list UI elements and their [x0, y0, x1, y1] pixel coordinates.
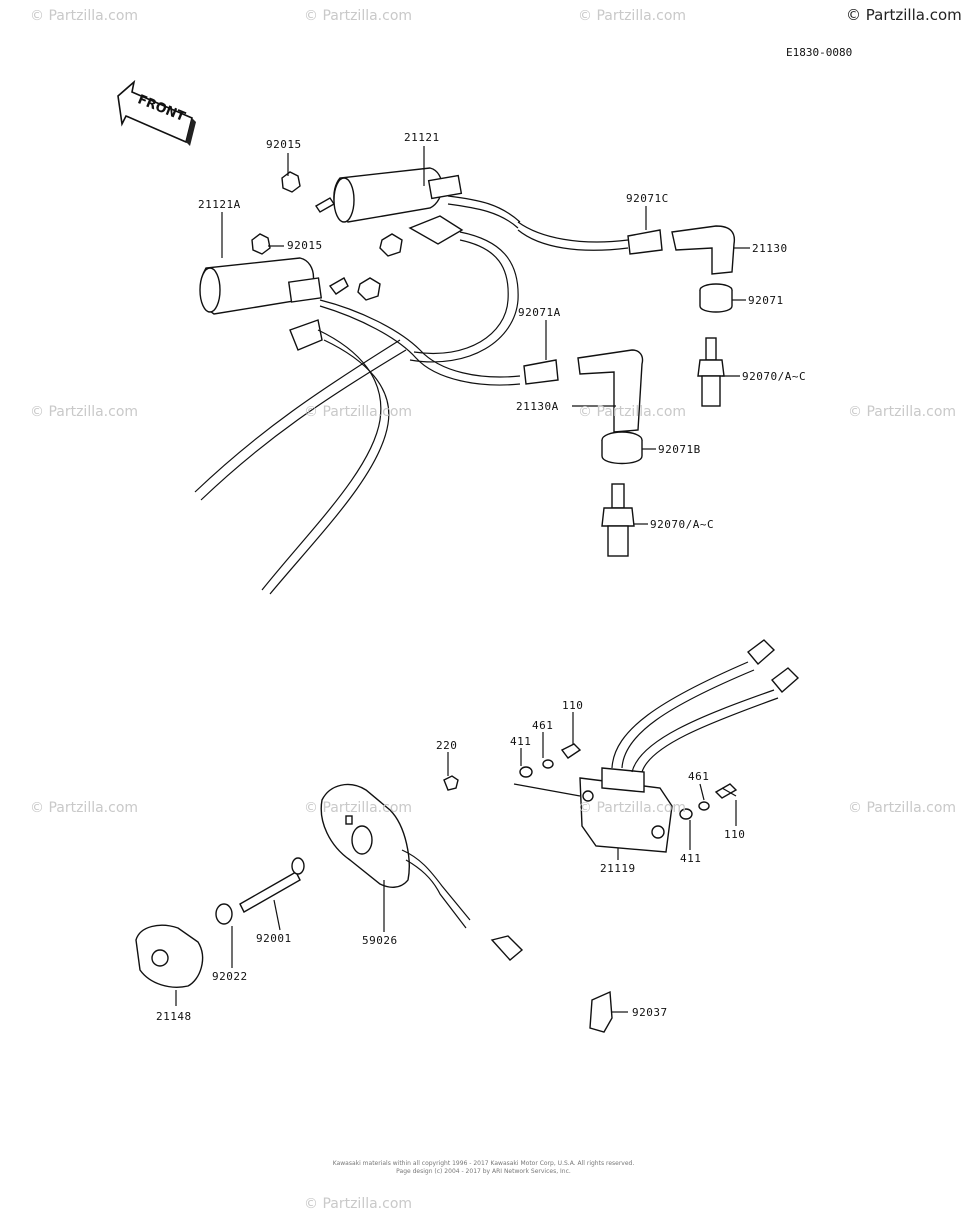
spark-plug-lower [601, 483, 635, 557]
clamp-92037 [589, 990, 628, 1033]
front-arrow-icon: FRONT [117, 79, 196, 146]
washer-92022 [215, 903, 233, 925]
seal-92071 [699, 283, 733, 313]
part-label-220: 220 [436, 739, 458, 752]
diagram-code: E1830-0080 [786, 46, 853, 59]
watermark: © Partzilla.com [304, 404, 413, 420]
footer-line-1: Kawasaki materials within all copyright … [332, 1160, 635, 1167]
footer-line-2: Page design (c) 2004 - 2017 by ARI Netwo… [396, 1168, 571, 1175]
watermark: © Partzilla.com [30, 404, 139, 420]
spark-plug-upper [697, 337, 725, 407]
plug-boot-21130a [577, 349, 644, 433]
pickup-plate-59026 [320, 783, 524, 961]
watermark: © Partzilla.com [848, 800, 957, 816]
part-label-92071: 92071 [748, 294, 784, 307]
part-label-21130: 21130 [752, 242, 788, 255]
part-label-92015-top: 92015 [266, 138, 302, 151]
part-label-110-left: 110 [562, 699, 584, 712]
watermark: © Partzilla.com [304, 800, 413, 816]
ignition-coil-upper [333, 167, 464, 257]
part-label-92070-top: 92070/A~C [742, 370, 807, 383]
watermark: © Partzilla.com [30, 800, 139, 816]
watermark: © Partzilla.com [578, 404, 687, 420]
watermark: © Partzilla.com [578, 8, 687, 24]
hardware-right [679, 783, 738, 820]
hardware-left [513, 743, 582, 797]
rotor-21148 [135, 924, 204, 1006]
part-label-461-left: 461 [532, 719, 554, 732]
plug-boot-21130 [671, 225, 736, 275]
regulator-21119 [579, 639, 800, 853]
plug-cap-92071c [627, 229, 663, 255]
part-label-92022: 92022 [212, 970, 248, 983]
watermark: © Partzilla.com [304, 8, 413, 24]
seal-92071b [601, 431, 643, 465]
part-label-92070-bot: 92070/A~C [650, 518, 715, 531]
nut-92015-mid [251, 233, 271, 255]
bolt-small [315, 197, 335, 213]
part-label-92071a: 92071A [518, 306, 561, 319]
part-label-21130a: 21130A [516, 400, 559, 413]
leader-lines-upper [221, 146, 750, 525]
part-label-411-left: 411 [510, 735, 532, 748]
watermark: © Partzilla.com [30, 8, 139, 24]
part-label-21148: 21148 [156, 1010, 192, 1023]
part-label-21121: 21121 [404, 131, 440, 144]
watermark: © Partzilla.com [304, 1196, 413, 1212]
part-label-92071c: 92071C [626, 192, 669, 205]
part-label-92037: 92037 [632, 1006, 668, 1019]
screw-220 [443, 775, 459, 791]
leader-lines-lower [231, 712, 737, 968]
watermark: © Partzilla.com [848, 404, 957, 420]
part-label-110-right: 110 [724, 828, 746, 841]
part-label-21121a: 21121A [198, 198, 241, 211]
ignition-cables [194, 195, 629, 595]
nut-92015-top [281, 171, 301, 193]
part-label-92015-mid: 92015 [287, 239, 323, 252]
part-label-59026: 59026 [362, 934, 398, 947]
watermark: © Partzilla.com [578, 800, 687, 816]
bolt-92001 [239, 857, 305, 913]
ignition-coil-lower [199, 257, 381, 351]
part-label-21119: 21119 [600, 862, 636, 875]
part-label-92071b: 92071B [658, 443, 701, 456]
part-label-461-right: 461 [688, 770, 710, 783]
part-label-411-right: 411 [680, 852, 702, 865]
copyright-text: © Partzilla.com [846, 6, 962, 24]
plug-cap-92071a [523, 359, 559, 385]
part-label-92001: 92001 [256, 932, 292, 945]
